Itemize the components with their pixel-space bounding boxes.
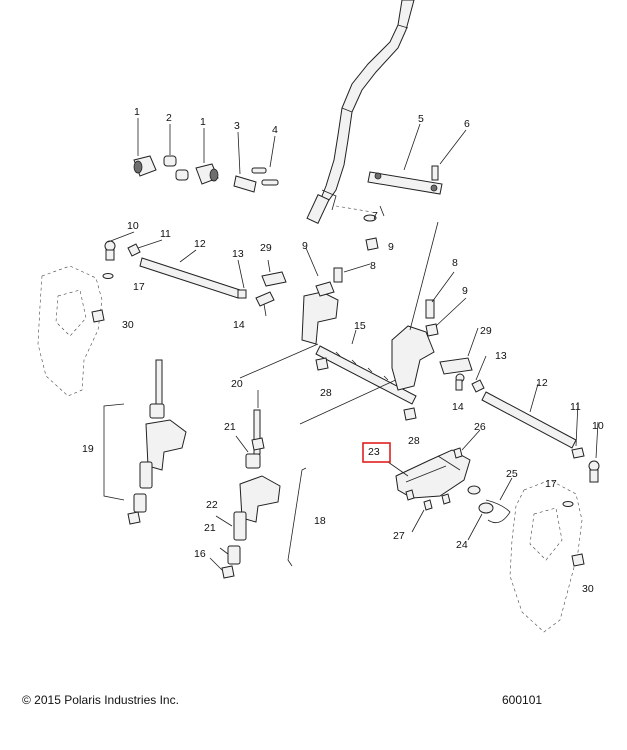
center-link <box>239 329 417 425</box>
callout-27: 27 <box>393 530 405 542</box>
callout-29a: 29 <box>260 242 272 254</box>
diagram-part-number: 600101 <box>502 693 543 707</box>
callout-9a: 9 <box>388 241 394 253</box>
center-bracket-left <box>301 247 371 345</box>
callout-20: 20 <box>231 378 243 390</box>
callout-8b: 8 <box>452 257 458 269</box>
callout-23: 23 <box>368 446 380 458</box>
steering-shaft <box>306 0 415 224</box>
callout-7: 7 <box>372 210 378 222</box>
pivot-assembly-18 <box>209 390 307 579</box>
callout-23-highlight-box <box>362 442 391 463</box>
callout-5: 5 <box>418 113 424 125</box>
callout-26: 26 <box>474 421 486 433</box>
callout-10b: 10 <box>592 420 604 432</box>
callout-12b: 12 <box>536 377 548 389</box>
callout-9b: 9 <box>302 240 308 252</box>
callout-19: 19 <box>82 443 94 455</box>
callout-3: 3 <box>234 120 240 132</box>
callout-14a: 14 <box>233 319 245 331</box>
center-bracket-right <box>391 221 467 391</box>
right-tie-rod <box>439 327 600 507</box>
callout-1b: 1 <box>200 116 206 128</box>
right-steering-knuckle <box>509 479 585 633</box>
callout-9c: 9 <box>462 285 468 297</box>
callout-13a: 13 <box>232 248 244 260</box>
callout-13b: 13 <box>495 350 507 362</box>
callout-24: 24 <box>456 539 468 551</box>
callout-4: 4 <box>272 124 278 136</box>
callout-10a: 10 <box>127 220 139 232</box>
callout-16: 16 <box>194 548 206 560</box>
callout-15: 15 <box>354 320 366 332</box>
callout-11a: 11 <box>160 228 171 240</box>
left-steering-knuckle <box>37 265 105 397</box>
callout-6: 6 <box>464 118 470 130</box>
mounting-bracket-23 <box>387 429 513 541</box>
steering-plate <box>335 123 467 251</box>
callout-21b: 21 <box>204 522 216 534</box>
left-tie-rod <box>102 231 287 317</box>
callout-28b: 28 <box>408 435 420 447</box>
callout-29b: 29 <box>480 325 492 337</box>
callout-14b: 14 <box>452 401 464 413</box>
callout-21a: 21 <box>224 421 236 433</box>
pivot-assembly-19 <box>103 359 187 525</box>
bushing-parts-top-left <box>133 118 279 193</box>
callout-17a: 17 <box>133 281 145 293</box>
callout-18: 18 <box>314 515 326 527</box>
callout-25: 25 <box>506 468 518 480</box>
callout-30b: 30 <box>582 583 594 595</box>
callout-11b: 11 <box>570 401 581 413</box>
callout-28a: 28 <box>320 387 332 399</box>
callout-30a: 30 <box>122 319 134 331</box>
callout-8a: 8 <box>370 260 376 272</box>
copyright-text: © 2015 Polaris Industries Inc. <box>22 693 179 707</box>
callout-1a: 1 <box>134 106 140 118</box>
callout-12a: 12 <box>194 238 206 250</box>
callout-2: 2 <box>166 112 172 124</box>
callout-17b: 17 <box>545 478 557 490</box>
callout-22: 22 <box>206 499 218 511</box>
